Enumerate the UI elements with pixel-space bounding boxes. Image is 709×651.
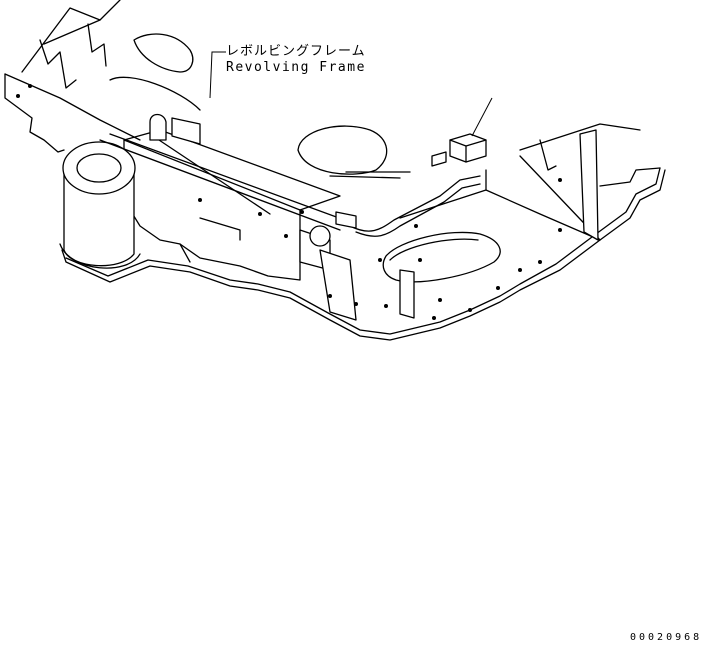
frame-deck-outline [4,73,666,341]
cylinder-housing [59,141,141,269]
right-rail [519,123,661,241]
mounting-holes [16,84,562,320]
deck-openings [109,33,501,283]
label-leader-line [209,51,226,99]
part-label-japanese: レボルビングフレーム [226,44,366,59]
part-label-english: Revolving Frame [226,60,366,75]
hydraulic-pipe [99,133,481,237]
center-bracket [149,113,415,321]
rear-bracket [21,0,121,89]
switch-component [431,97,493,167]
drawing-number: 00020968 [630,632,703,643]
